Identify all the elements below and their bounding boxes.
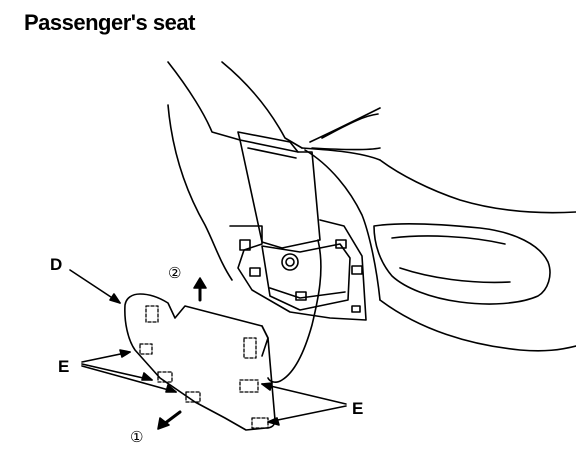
wire-harness — [267, 239, 322, 383]
seat-cushion — [304, 149, 576, 352]
callout-e-left-leaders — [81, 349, 177, 393]
callout-label-d: D — [50, 255, 62, 274]
arrow-step-1 — [157, 410, 182, 430]
callout-label-e-right: E — [352, 399, 363, 418]
page-title: Passenger's seat — [24, 10, 195, 35]
cover-clips — [139, 305, 269, 429]
arrow-step-2 — [193, 277, 207, 302]
callout-e-right-leaders — [261, 382, 347, 426]
callout-label-e-left: E — [58, 357, 69, 376]
step-2-marker: ② — [168, 264, 181, 282]
step-1-marker: ① — [130, 428, 143, 446]
seat-back — [167, 61, 381, 281]
callout-d-leader — [69, 269, 121, 304]
seat-belt-buckle — [229, 131, 367, 321]
trim-cover — [124, 293, 276, 431]
